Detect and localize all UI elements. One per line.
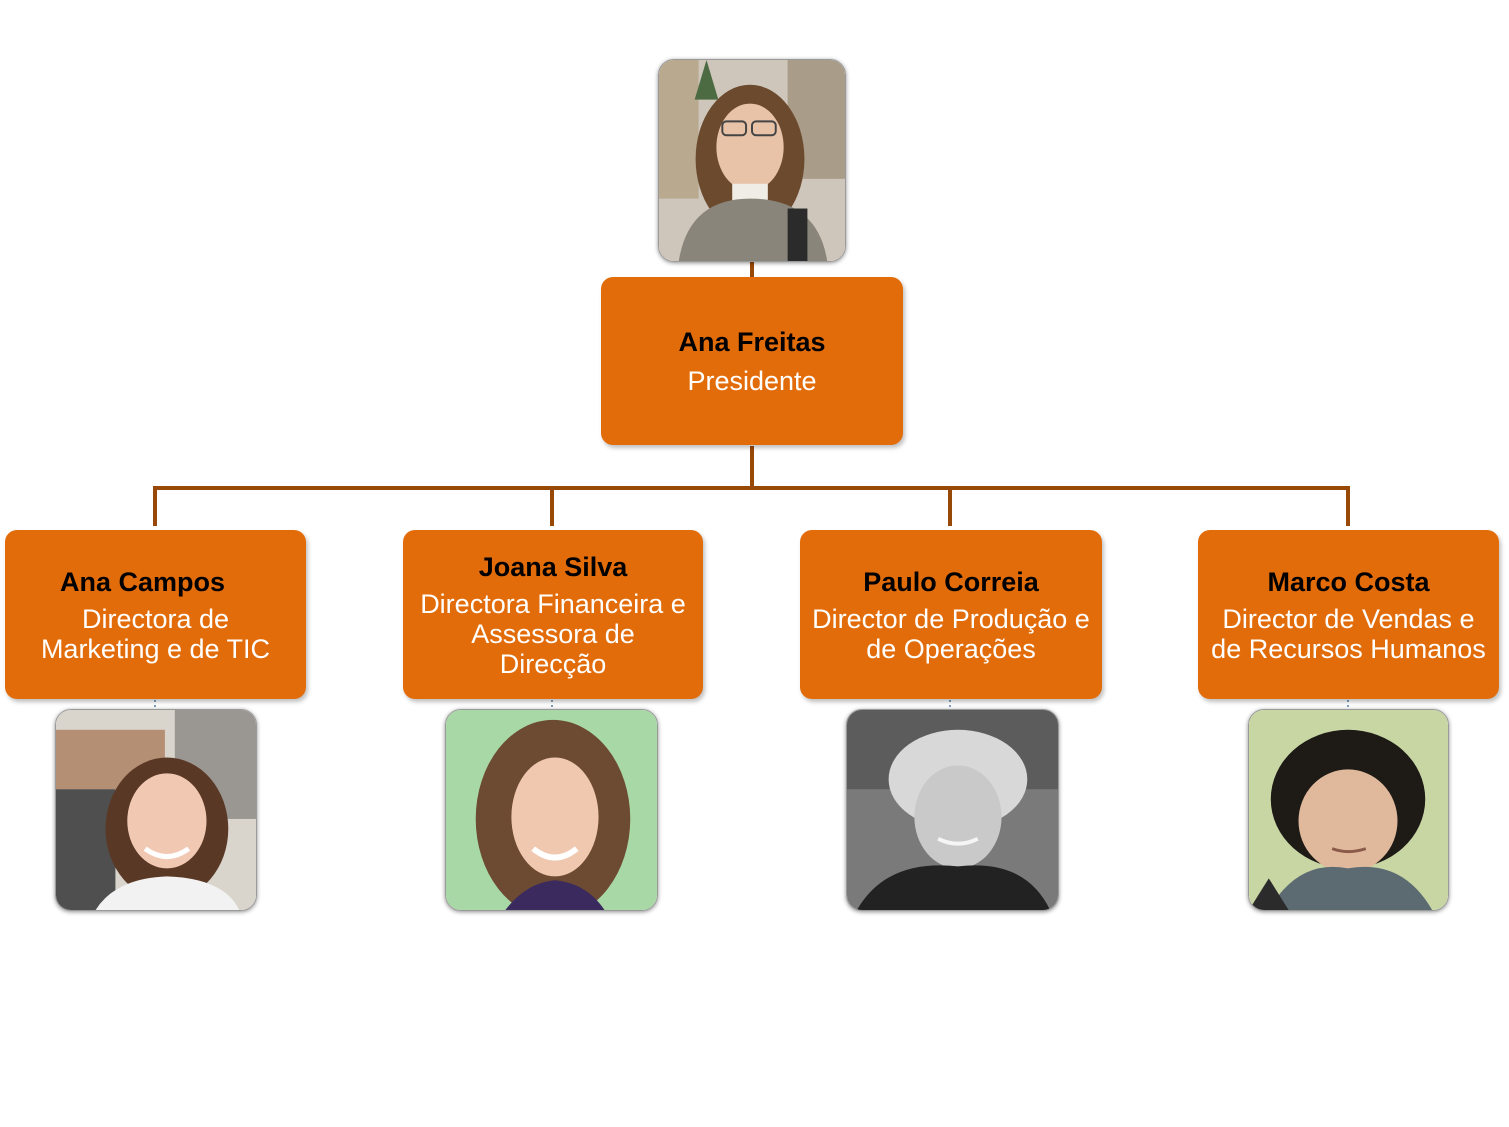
portrait-photo-icon (446, 710, 657, 910)
director-role: Directora de Marketing e de TIC (40, 603, 271, 664)
president-name: Ana Freitas (678, 327, 826, 357)
director-role: Director de Produção e de Operações (812, 603, 1090, 664)
director-photo-3 (846, 709, 1059, 911)
director-role: Director de Vendas e de Recursos Humanos (1211, 603, 1486, 664)
director-name: Paulo Correia (863, 566, 1039, 597)
president-photo (658, 59, 846, 262)
director-box-2: Joana Silva Directora Financeira e Asses… (403, 530, 703, 699)
director-name: Marco Costa (1267, 566, 1430, 597)
director-photo-1 (55, 709, 257, 911)
director-role: Directora Financeira e Assessora de Dire… (420, 588, 686, 679)
portrait-photo-icon (1249, 710, 1448, 910)
portrait-photo-icon (847, 710, 1058, 910)
director-box-4: Marco Costa Director de Vendas e de Recu… (1198, 530, 1499, 699)
president-box: Ana Freitas Presidente (601, 277, 903, 445)
portrait-photo-icon (659, 60, 845, 261)
president-role: Presidente (687, 366, 817, 396)
director-box-3: Paulo Correia Director de Produção e de … (800, 530, 1102, 699)
director-name: Joana Silva (478, 551, 628, 582)
director-photo-4 (1248, 709, 1449, 911)
director-name: Ana Campos (59, 566, 226, 597)
director-box-1: Ana Campos Directora de Marketing e de T… (5, 530, 306, 699)
portrait-photo-icon (56, 710, 256, 910)
director-photo-2 (445, 709, 658, 911)
